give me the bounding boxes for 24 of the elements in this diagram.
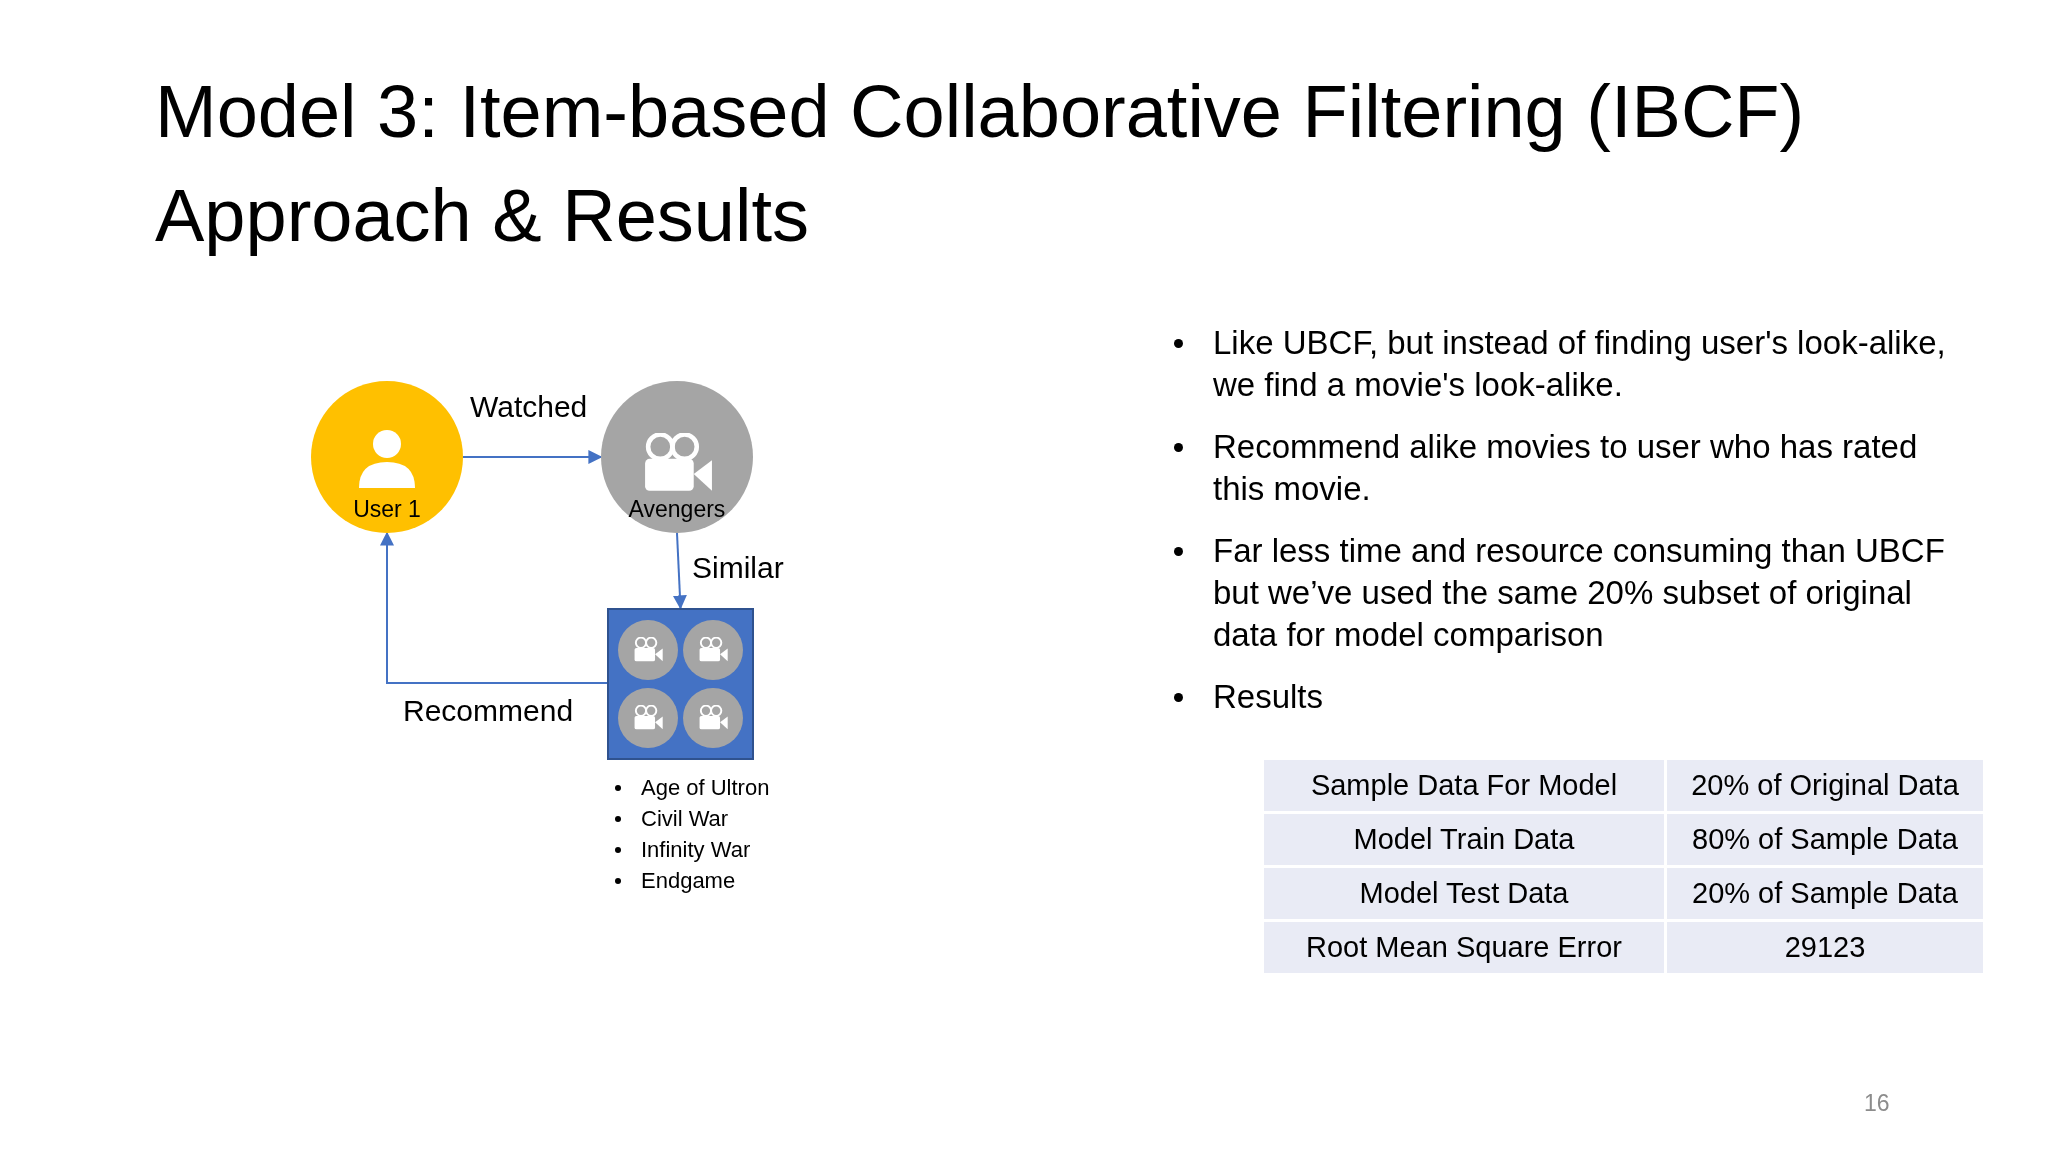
movie-title: Endgame (641, 867, 736, 895)
node-label: Avengers (628, 498, 726, 521)
table-cell: 29123 (1667, 922, 1983, 973)
movie-title: Civil War (641, 805, 729, 833)
table-cell: 20% of Sample Data (1667, 868, 1983, 919)
table-cell: Root Mean Square Error (1264, 922, 1664, 973)
arrow (380, 531, 608, 684)
table-cell: Sample Data For Model (1264, 760, 1664, 811)
table-cell: 80% of Sample Data (1667, 814, 1983, 865)
bullet-text: Far less time and resource consuming than UBCF but we’ve used the same 20% subset of original data for model comparison (1213, 531, 1946, 655)
table-cell: Model Train Data (1264, 814, 1664, 865)
movie-title: Age of Ultron (641, 774, 770, 802)
bullet-text: Results (1213, 677, 1324, 717)
bullet-text: Recommend alike movies to user who has rated this movie. (1213, 427, 1919, 509)
node-label: User 1 (353, 498, 421, 521)
movie-group-box (607, 608, 754, 760)
bullet-text: Like UBCF, but instead of finding user's look-alike, we find a movie's look-alike. (1213, 323, 1947, 405)
arrow (672, 532, 687, 610)
table-cell: 20% of Original Data (1667, 760, 1983, 811)
arrow (462, 450, 603, 464)
slide-title: Model 3: Item-based Collaborative Filtering (IBCF) Approach & Results (155, 69, 1806, 259)
movie-title: Infinity War (641, 836, 751, 864)
page-number: 16 (1864, 1089, 1890, 1118)
table-cell: Model Test Data (1264, 868, 1664, 919)
